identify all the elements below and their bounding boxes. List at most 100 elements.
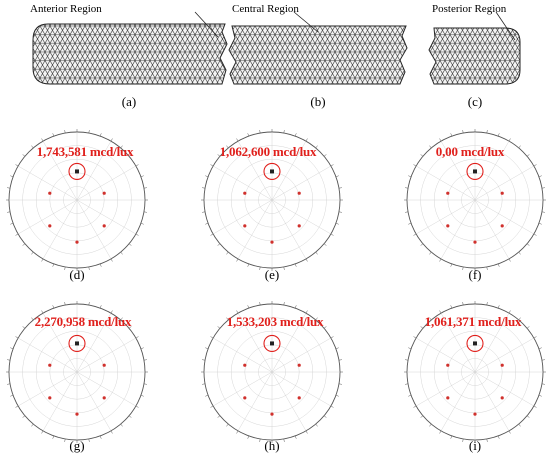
measurement-point bbox=[270, 412, 274, 416]
grid-spoke bbox=[440, 141, 476, 201]
grid-spoke bbox=[271, 199, 307, 259]
tick-mark bbox=[15, 164, 19, 167]
measurement-point bbox=[500, 224, 504, 228]
measurement-point bbox=[48, 191, 52, 195]
grid-spoke bbox=[271, 199, 331, 235]
panel-label-e: (e) bbox=[264, 267, 280, 282]
tick-mark bbox=[533, 336, 537, 339]
tick-mark bbox=[143, 211, 147, 213]
panel-label-d: (d) bbox=[69, 267, 85, 282]
tick-mark bbox=[41, 258, 44, 262]
tick-mark bbox=[226, 423, 229, 427]
measurement-point bbox=[500, 363, 504, 367]
luminance-value-f: 0,00 mcd/lux bbox=[435, 144, 505, 159]
tick-mark bbox=[140, 395, 144, 397]
tick-mark bbox=[100, 435, 102, 439]
tick-mark bbox=[429, 145, 432, 149]
measurement-point bbox=[297, 224, 301, 228]
measurement-point bbox=[446, 396, 450, 400]
tick-mark bbox=[323, 154, 327, 157]
luminance-value-d: 1,743,581 mcd/lux bbox=[36, 144, 134, 159]
panel-label-c: (c) bbox=[467, 94, 483, 109]
polar-diagram bbox=[201, 129, 343, 271]
tick-mark bbox=[283, 266, 285, 270]
pointer-line bbox=[293, 11, 319, 33]
grid-spoke bbox=[271, 371, 307, 431]
tick-mark bbox=[541, 211, 545, 213]
measurement-point bbox=[243, 363, 247, 367]
tick-mark bbox=[217, 415, 221, 418]
tick-mark bbox=[405, 187, 409, 189]
tick-mark bbox=[247, 133, 249, 137]
region-sketches bbox=[32, 11, 521, 85]
tick-mark bbox=[110, 310, 113, 314]
tick-mark bbox=[439, 430, 442, 434]
measurement-point bbox=[102, 396, 106, 400]
tick-mark bbox=[64, 302, 66, 306]
tick-mark bbox=[538, 223, 542, 225]
tick-mark bbox=[533, 405, 537, 408]
grid-spoke bbox=[271, 371, 331, 407]
luminance-value-e: 1,062,600 mcd/lux bbox=[219, 144, 317, 159]
tick-mark bbox=[335, 175, 339, 177]
measurement-point bbox=[297, 396, 301, 400]
measurement-point bbox=[446, 363, 450, 367]
tick-mark bbox=[88, 438, 90, 442]
highlight-core bbox=[75, 169, 79, 174]
tick-mark bbox=[413, 405, 417, 408]
highlight-core bbox=[270, 169, 274, 174]
tick-mark bbox=[305, 138, 308, 142]
tick-mark bbox=[462, 266, 464, 270]
tick-mark bbox=[338, 187, 342, 189]
grid-spoke bbox=[440, 199, 476, 259]
tick-mark bbox=[541, 187, 545, 189]
tick-mark bbox=[7, 383, 11, 385]
tick-mark bbox=[335, 395, 339, 397]
measurement-point bbox=[473, 240, 477, 244]
tick-mark bbox=[323, 326, 327, 329]
tick-mark bbox=[508, 310, 511, 314]
grid-spoke bbox=[213, 199, 273, 235]
tick-mark bbox=[429, 317, 432, 321]
grid-spoke bbox=[474, 141, 510, 201]
tick-mark bbox=[22, 415, 26, 418]
grid-spoke bbox=[271, 313, 307, 373]
tick-mark bbox=[41, 310, 44, 314]
grid-spoke bbox=[416, 199, 476, 235]
tick-mark bbox=[135, 164, 139, 167]
grid-spoke bbox=[271, 337, 331, 373]
tick-mark bbox=[330, 164, 334, 167]
measurement-point bbox=[102, 191, 106, 195]
tick-mark bbox=[135, 336, 139, 339]
panel-label-g: (g) bbox=[69, 438, 85, 453]
tick-mark bbox=[15, 336, 19, 339]
tick-mark bbox=[202, 187, 206, 189]
grid-spoke bbox=[416, 371, 476, 407]
tick-mark bbox=[305, 430, 308, 434]
tick-mark bbox=[120, 145, 123, 149]
tick-mark bbox=[526, 326, 530, 329]
luminance-value-h: 1,533,203 mcd/lux bbox=[226, 314, 324, 329]
region-title-central: Central Region bbox=[232, 3, 299, 15]
tick-mark bbox=[110, 430, 113, 434]
grid-spoke bbox=[76, 141, 112, 201]
polar-diagram bbox=[404, 129, 546, 271]
tick-mark bbox=[439, 138, 442, 142]
tick-mark bbox=[338, 359, 342, 361]
tick-mark bbox=[413, 336, 417, 339]
tick-mark bbox=[128, 326, 132, 329]
tick-mark bbox=[247, 435, 249, 439]
tick-mark bbox=[226, 251, 229, 255]
tick-mark bbox=[526, 154, 530, 157]
tick-mark bbox=[22, 154, 26, 157]
tick-mark bbox=[323, 243, 327, 246]
tick-mark bbox=[120, 423, 123, 427]
tick-mark bbox=[120, 317, 123, 321]
tick-mark bbox=[15, 405, 19, 408]
tick-mark bbox=[338, 211, 342, 213]
panel-label-b: (b) bbox=[310, 94, 326, 109]
tick-mark bbox=[330, 233, 334, 236]
tick-mark bbox=[10, 395, 14, 397]
tick-mark bbox=[508, 258, 511, 262]
highlight-ring bbox=[68, 162, 86, 180]
